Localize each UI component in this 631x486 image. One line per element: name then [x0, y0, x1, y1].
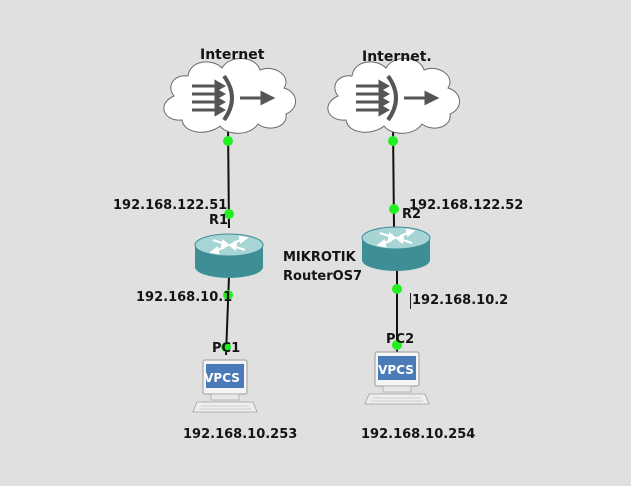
router-r1[interactable] — [193, 232, 265, 280]
vpcs-computer-icon — [192, 359, 258, 413]
status-dot-r2-wan — [389, 204, 399, 214]
cloud-right-label: Internet. — [362, 49, 432, 65]
cloud-left-label: Internet — [200, 47, 265, 63]
pc1-ip-label: 192.168.10.253 — [183, 427, 298, 442]
status-dot-r2-lan — [392, 284, 402, 294]
pc-pc1[interactable]: VPCS — [192, 359, 258, 413]
r1-name-label: R1 — [209, 213, 229, 228]
internet-cloud-left[interactable] — [161, 56, 298, 136]
r2-lan-ip-label: 192.168.10.2 — [412, 293, 509, 308]
status-dot-r1-lan — [223, 290, 233, 300]
vpcs-computer-icon — [364, 351, 430, 405]
pc2-ip-label: 192.168.10.254 — [361, 427, 476, 442]
router-icon — [193, 232, 265, 280]
status-dot-pc1 — [221, 342, 231, 352]
pc2-screen-text: VPCS — [378, 363, 414, 377]
r2-name-label: R2 — [402, 207, 422, 222]
status-dot-r1-wan — [224, 209, 234, 219]
internet-cloud-icon — [161, 56, 298, 136]
r1-lan-ip-label: 192.168.10.1 — [136, 290, 233, 305]
text-cursor — [410, 293, 411, 309]
pc1-screen-text: VPCS — [204, 371, 240, 385]
router-note-line1: MIKROTIK — [283, 250, 356, 265]
router-r2[interactable] — [360, 225, 432, 273]
r1-wan-ip-label: 192.168.122.51 — [113, 198, 228, 213]
pc2-name-label: PC2 — [386, 332, 415, 347]
link-r1-pc1[interactable] — [225, 275, 230, 356]
link-status-dots — [221, 136, 402, 352]
status-dot-cloud1 — [223, 136, 233, 146]
pc-pc2[interactable]: VPCS — [364, 351, 430, 405]
internet-cloud-icon — [325, 56, 462, 136]
internet-cloud-right[interactable] — [325, 56, 462, 136]
router-icon — [360, 225, 432, 273]
status-dot-pc2 — [392, 340, 402, 350]
pc1-name-label: PC1 — [212, 341, 241, 356]
router-note-line2: RouterOS7 — [283, 269, 363, 284]
r2-wan-ip-label: 192.168.122.52 — [409, 198, 524, 213]
status-dot-cloud2 — [388, 136, 398, 146]
